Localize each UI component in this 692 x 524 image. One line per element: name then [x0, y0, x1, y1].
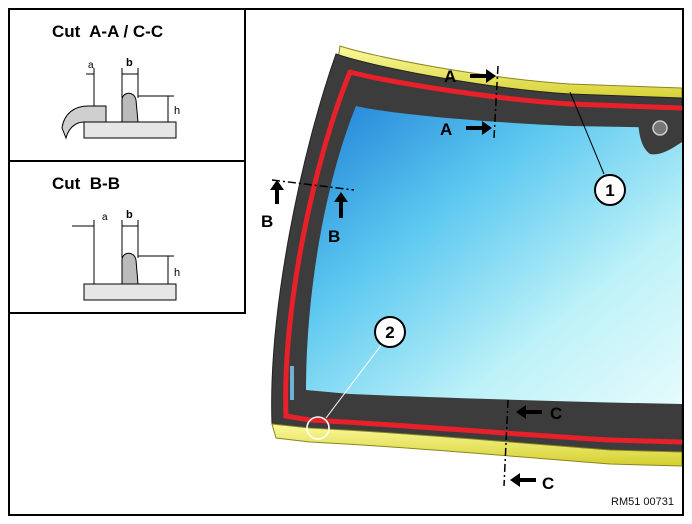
- marker-b-right: B: [328, 227, 340, 246]
- marker-a-lower: A: [440, 120, 452, 139]
- reference-code: RM51 00731: [611, 496, 674, 508]
- section-bb-drawing: a b h: [72, 209, 180, 301]
- section-aa-dim-b: b: [126, 57, 133, 69]
- section-aa-drawing: a b h: [61, 57, 180, 140]
- section-aa-trim-profile: [61, 105, 107, 140]
- callout-2-target: [306, 416, 330, 440]
- callout-1-leader: [569, 91, 605, 175]
- marker-b-left: B: [261, 212, 273, 231]
- left-vent-strip: [290, 366, 294, 400]
- section-bb-panel: Cut B-B a b h: [10, 162, 246, 314]
- mirror-sensor-icon: [652, 120, 668, 136]
- section-bb-bead: [121, 252, 139, 285]
- section-aa-panel: Cut A-A / C-C a b h: [10, 10, 246, 162]
- glass-pane: [306, 106, 682, 404]
- section-bb-title: Cut B-B: [52, 174, 120, 193]
- adhesive-bead: [283, 69, 682, 445]
- marker-a-upper: A: [444, 67, 456, 86]
- section-a-line: [493, 65, 499, 139]
- callout-1-circle: [594, 174, 626, 206]
- callout-2-label: 2: [385, 323, 394, 342]
- callout-2-circle: [374, 316, 406, 348]
- callout-1-label: 1: [605, 181, 614, 200]
- section-b-right-arrow: [334, 192, 348, 218]
- section-a-upper-arrow: [470, 69, 496, 83]
- section-bb-dim-a: a: [102, 212, 108, 223]
- section-aa-dim-a: a: [88, 60, 94, 71]
- section-b-left-arrow: [270, 180, 284, 204]
- lower-trim: [271, 423, 682, 467]
- section-c-lower-arrow: [510, 473, 536, 487]
- section-c-line: [503, 399, 509, 487]
- section-aa-substrate: [83, 121, 177, 139]
- marker-c-upper: C: [550, 404, 562, 423]
- windshield-illustration: A A B B C C 1 2: [261, 45, 682, 493]
- section-b-line: [271, 179, 355, 191]
- diagram-frame: A A B B C C 1 2 Cut A-A / C-C: [8, 8, 684, 516]
- section-aa-title: Cut A-A / C-C: [52, 22, 164, 41]
- section-c-upper-arrow: [516, 405, 542, 419]
- section-bb-dim-b: b: [126, 209, 133, 221]
- section-aa-bead: [121, 92, 139, 123]
- section-a-lower-arrow: [466, 121, 492, 135]
- section-bb-dim-h: h: [174, 267, 180, 279]
- section-aa-dim-h: h: [174, 105, 180, 117]
- callout-2-leader: [325, 343, 383, 419]
- marker-c-lower: C: [542, 474, 554, 493]
- section-bb-substrate: [83, 283, 177, 301]
